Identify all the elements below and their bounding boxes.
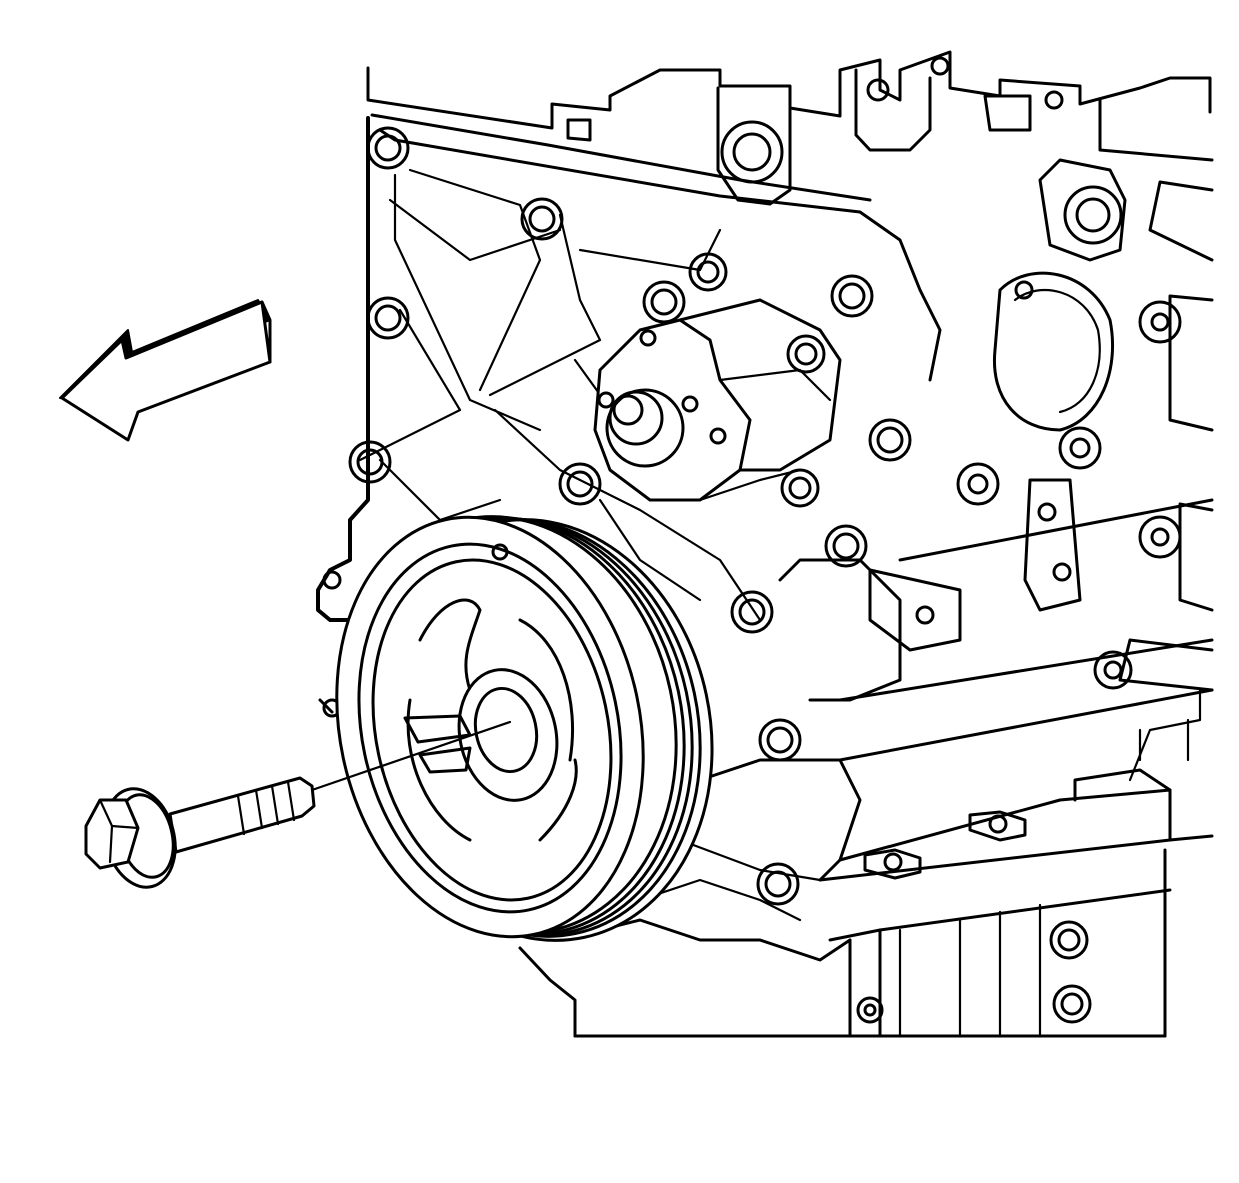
- hex-bolt-icon: [348, 440, 392, 484]
- hex-bolt-icon: [758, 718, 802, 762]
- hex-bolt-icon: [642, 280, 686, 324]
- bolt-alignment-line: [310, 720, 512, 792]
- hex-bolt-icon: [520, 197, 564, 241]
- hex-bolt-icon: [688, 252, 728, 292]
- hex-bolt-icon: [730, 590, 774, 634]
- hex-bolt-icon: [868, 418, 912, 462]
- hex-bolt-icon: [558, 462, 602, 506]
- crankshaft-balancer: [335, 515, 714, 942]
- hex-bolt-icon: [786, 334, 826, 374]
- hex-bolt-icon: [366, 296, 410, 340]
- crankshaft-balancer-bolt: [84, 776, 316, 889]
- engine-block: [316, 50, 1214, 1038]
- hex-bolt-icon: [824, 524, 868, 568]
- hex-bolt-icon: [830, 274, 874, 318]
- front-of-vehicle-arrow-icon: [59, 299, 272, 442]
- front-cover-bolts: [348, 126, 912, 906]
- hex-bolt-icon: [780, 468, 820, 508]
- hex-bolt-icon: [366, 126, 410, 170]
- water-pump-hub: [593, 298, 842, 502]
- hex-bolt-icon: [756, 862, 800, 906]
